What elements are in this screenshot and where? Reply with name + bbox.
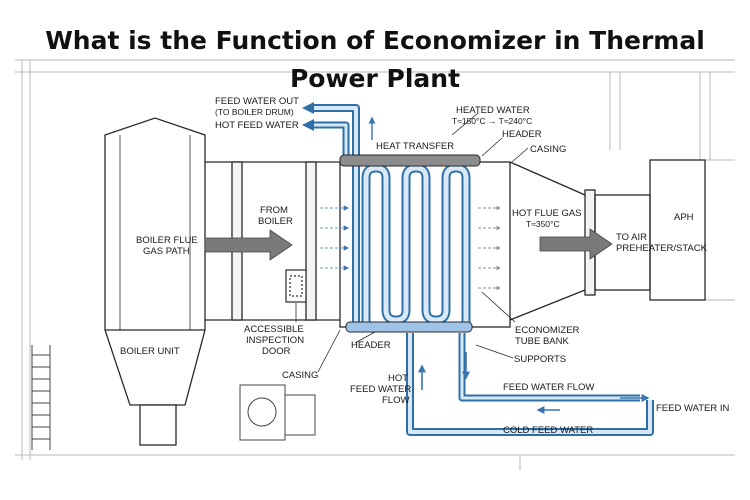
label-door: DOOR [262,346,291,357]
flue-gas-in-arrow [204,229,293,261]
flue-gas-out-arrow [539,228,613,260]
hot-feed-arrowhead [302,119,314,131]
label-economizer: ECONOMIZER [515,325,580,336]
label-to-air: TO AIR [616,232,647,243]
label-feed-water: FEED WATER [350,384,411,395]
label-feed-water-flow: FEED WATER FLOW [503,382,594,393]
label-hot: HOT [388,373,408,384]
bottom-header [345,321,473,333]
inspection-door [285,269,307,303]
label-boiler-flue: BOILER FLUE [136,235,198,246]
label-supports: SUPPORTS [514,354,566,365]
label-tube-bank: TUBE BANK [515,336,570,347]
label-casing-top: CASING [530,144,566,155]
leader-lines [295,112,529,373]
label-hot-feed-water-top: HOT FEED WATER [215,120,299,131]
label-flow: FLOW [382,395,409,406]
label-hot-flue-gas: HOT FLUE GAS [512,208,582,219]
label-from-boiler-2: BOILER [258,216,293,227]
label-aph: APH [674,212,694,223]
label-preheater-stack: PREHEATER/STACK [616,243,708,254]
pump-unit [239,384,316,441]
title-line-2: Power Plant [289,64,461,93]
title-line-1: What is the Function of Economizer in Th… [45,26,705,55]
label-inspection: INSPECTION [246,335,304,346]
label-accessible: ACCESSIBLE [244,324,304,335]
feed-water-out-pipe [312,104,360,330]
label-header-bottom: HEADER [351,340,391,351]
flue-flow-out [478,205,501,291]
label-to-boiler-drum: (TO BOILER DRUM) [215,107,294,117]
economizer-tube-bank [361,163,471,330]
feed-water-in-pipe [406,333,654,436]
label-feed-water-out: FEED WATER OUT [215,96,299,107]
label-from-boiler-1: FROM [260,205,288,216]
label-feed-water-in: FEED WATER IN [656,403,730,414]
label-header-top: HEADER [502,129,542,140]
label-hot-flue-gas-temp: T≈350°C [526,219,560,229]
top-header [339,154,481,167]
feed-out-arrowhead [302,102,314,114]
ladder [31,345,51,450]
label-casing-bottom: CASING [282,370,318,381]
label-cold-feed-water: COLD FEED WATER [503,425,593,436]
label-heated-water: HEATED WATER [456,105,530,116]
label-boiler-unit: BOILER UNIT [120,346,180,357]
label-heat-transfer: HEAT TRANSFER [376,141,454,152]
page-title: What is the Function of Economizer in Th… [0,22,750,98]
label-gas-path: GAS PATH [143,246,190,257]
label-heated-water-temp: T≈150°C → T≈240°C [452,116,532,126]
boiler-unit [104,117,206,446]
